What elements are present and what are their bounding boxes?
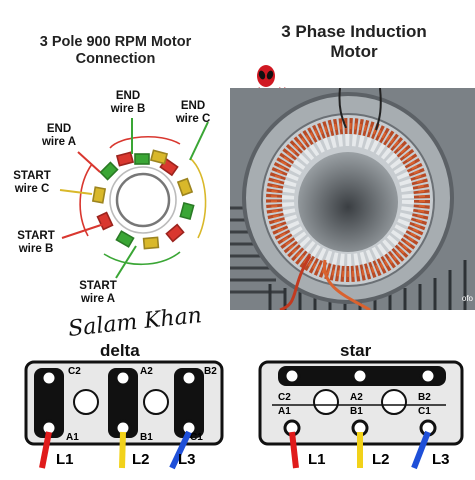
delta-terminal-block: C2 A2 B2 A1 B1 C1 L1 L2 L3 (24, 360, 224, 470)
alien-icon (257, 65, 275, 87)
stator-coils (91, 149, 195, 250)
star-terminal-block: C2 A2 B2 A1 B1 C1 L1 L2 L3 (258, 360, 464, 470)
label-end-wire-a-line1: END (46, 123, 72, 135)
delta-terminal-b1: B1 (140, 432, 153, 443)
label-start-wire-c-line2: wire C (14, 182, 50, 195)
delta-label: delta (100, 341, 140, 360)
left-title: 3 Pole 900 RPM Motor Connection (8, 34, 223, 67)
delta-terminal-a2: A2 (140, 366, 153, 377)
label-start-wire-b-line1: START (17, 230, 55, 242)
star-wire-l1 (289, 431, 299, 469)
star-terminal-c1: C1 (418, 406, 431, 417)
star-label: star (340, 341, 372, 360)
star-terminal-b1: B1 (350, 406, 363, 417)
delta-terminal-b2: B2 (204, 366, 217, 377)
motor-illustration (230, 88, 475, 310)
label-end-wire-b-line2: wire B (110, 102, 146, 115)
right-title-line2: Motor (330, 41, 378, 61)
star-terminal-a2: A2 (350, 392, 363, 403)
label-end-wire-c-line1: END (180, 100, 206, 112)
delta-line-l2: L2 (132, 451, 150, 468)
delta-wire-l2 (119, 431, 126, 469)
signature: Salam Khan (67, 303, 204, 342)
star-line-l1: L1 (308, 451, 326, 468)
label-end-wire-a-line2: wire A (41, 135, 77, 148)
label-start-wire-a-line2: wire A (80, 292, 116, 305)
delta-line-l3: L3 (178, 451, 196, 468)
star-terminal-c2: C2 (278, 392, 291, 403)
star-terminal-b2: B2 (418, 392, 431, 403)
star-line-l2: L2 (372, 451, 390, 468)
right-title-line1: 3 Phase Induction (281, 22, 427, 41)
label-end-wire-b: END wire B (103, 90, 153, 115)
label-start-wire-b-line2: wire B (18, 242, 54, 255)
photo-credit: ofo (461, 294, 473, 303)
label-end-wire-c: END wire C (168, 100, 218, 125)
delta-terminal-c1: C1 (190, 432, 203, 443)
label-start-wire-a: START wire A (70, 280, 126, 305)
right-title: 3 Phase Induction Motor (240, 22, 468, 61)
delta-terminal-c2: C2 (68, 366, 81, 377)
label-start-wire-c: START wire C (6, 170, 58, 195)
label-start-wire-c-line1: START (13, 170, 51, 182)
label-start-wire-a-line1: START (79, 280, 117, 292)
star-wire-l3 (411, 430, 431, 470)
winding-diagram (59, 118, 209, 279)
left-title-line2: Connection (75, 50, 156, 67)
delta-wire-l3 (169, 430, 192, 470)
delta-wire-l1 (39, 431, 52, 469)
motor-photo: ofo (230, 88, 475, 310)
label-end-wire-b-line1: END (115, 90, 141, 102)
label-end-wire-a: END wire A (34, 123, 84, 148)
left-title-line1: 3 Pole 900 RPM Motor (39, 34, 192, 50)
delta-terminal-a1: A1 (66, 432, 79, 443)
delta-line-l1: L1 (56, 451, 74, 468)
star-line-l3: L3 (432, 451, 450, 468)
label-start-wire-b: START wire B (10, 230, 62, 255)
label-end-wire-c-line2: wire C (175, 112, 211, 125)
star-terminal-a1: A1 (278, 406, 291, 417)
